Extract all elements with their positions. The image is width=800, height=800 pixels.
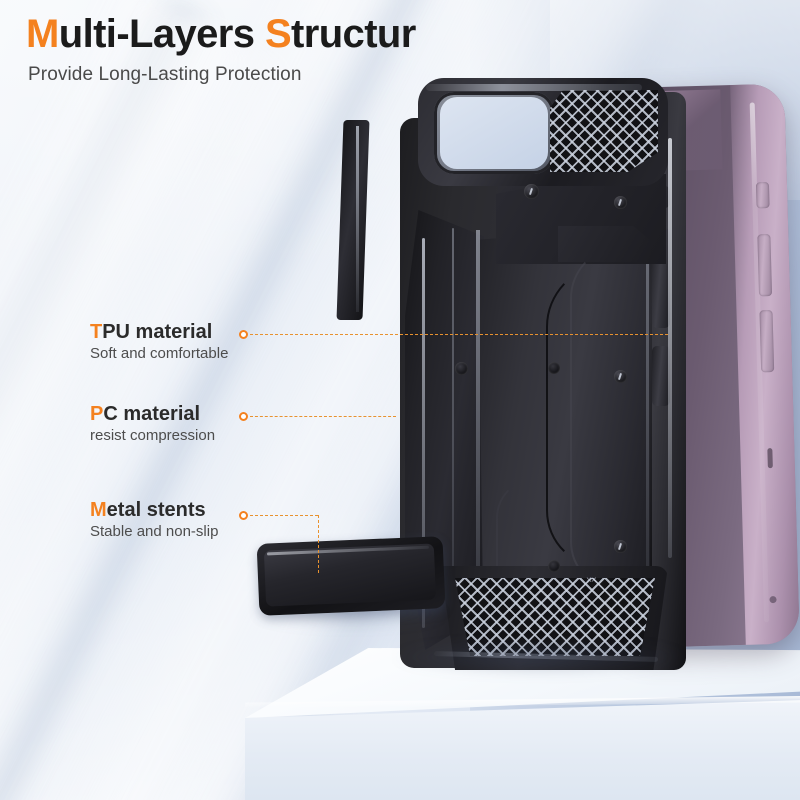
callout-tpu-title: TPU material xyxy=(90,322,228,343)
case-rivet-2 xyxy=(614,196,627,209)
title-highlight-s: S xyxy=(264,12,292,56)
case-button-cover-power xyxy=(652,346,670,406)
callout-metal-dot xyxy=(239,511,248,520)
phone-volume-down-button xyxy=(759,310,775,373)
callout-pc-leader-line xyxy=(250,416,396,417)
callout-metal-title-initial: M xyxy=(90,499,107,521)
callout-pc-dot xyxy=(239,412,248,421)
case-x-mark: ×× xyxy=(586,575,597,586)
callout-pc-title-initial: P xyxy=(90,403,104,425)
phone-mic-slot xyxy=(767,448,773,469)
callout-tpu-dot xyxy=(239,330,248,339)
pc-panel-notch xyxy=(558,226,650,262)
callout-tpu-leader-line xyxy=(250,334,668,335)
callout-metal-leader-line xyxy=(250,515,318,516)
case-rivet-4 xyxy=(614,540,627,553)
callout-pc-subtitle: resist compression xyxy=(90,427,216,444)
pedestal-front-face xyxy=(245,700,800,800)
phone-mute-switch xyxy=(755,182,770,209)
case-rivet-3 xyxy=(614,370,627,383)
phone-case-assembly: ×× xyxy=(336,78,690,678)
case-rib-line-2 xyxy=(570,244,644,592)
callout-metal-leader-drop xyxy=(318,515,319,573)
callout-metal-subtitle: Stable and non-slip xyxy=(90,523,219,540)
case-spine-highlight xyxy=(668,138,672,558)
case-rivet-1 xyxy=(524,184,539,199)
callout-tpu-title-rest: PU material xyxy=(102,321,213,343)
callout-pc-material: PC material resist compression xyxy=(90,404,215,445)
case-contact-shadow xyxy=(390,640,690,674)
callout-metal-title-rest: etal stents xyxy=(106,499,206,521)
tpu-wall-highlight-secondary xyxy=(452,228,454,638)
pc-middle-panel xyxy=(478,228,650,620)
callout-tpu-subtitle: Soft and comfortable xyxy=(90,345,229,362)
case-top-lattice-texture xyxy=(550,90,658,172)
case-screw-center-low xyxy=(548,560,560,572)
callout-metal-title: Metal stents xyxy=(90,500,218,521)
case-side-tab-highlight xyxy=(356,126,359,312)
metal-kickstand xyxy=(256,536,446,616)
callout-tpu-title-initial: T xyxy=(90,321,103,343)
callout-pc-title: PC material xyxy=(90,404,215,425)
case-bottom-lattice-texture xyxy=(455,578,655,656)
case-rib-line-3 xyxy=(496,478,540,632)
page-title: Multi-Layers Structur xyxy=(26,14,416,54)
callout-metal-stents: Metal stents Stable and non-slip xyxy=(90,500,218,541)
title-suffix: tructur xyxy=(291,12,416,56)
callout-pc-title-rest: C material xyxy=(103,403,201,425)
title-highlight-m: M xyxy=(26,12,59,56)
case-top-frame-highlight xyxy=(426,84,642,91)
callout-tpu-material: TPU material Soft and comfortable xyxy=(90,322,228,363)
case-screen-opening-inner xyxy=(440,97,548,169)
tpu-wall-highlight xyxy=(422,238,425,628)
case-screw-left-mid xyxy=(455,362,468,375)
case-screw-center-mid xyxy=(548,362,560,374)
phone-volume-up-button xyxy=(757,234,773,297)
pc-panel-left-edge xyxy=(476,230,480,618)
title-mid: ulti-Layers xyxy=(58,12,265,56)
pc-panel-right-edge xyxy=(646,238,649,610)
page-subtitle: Provide Long-Lasting Protection xyxy=(28,64,302,85)
